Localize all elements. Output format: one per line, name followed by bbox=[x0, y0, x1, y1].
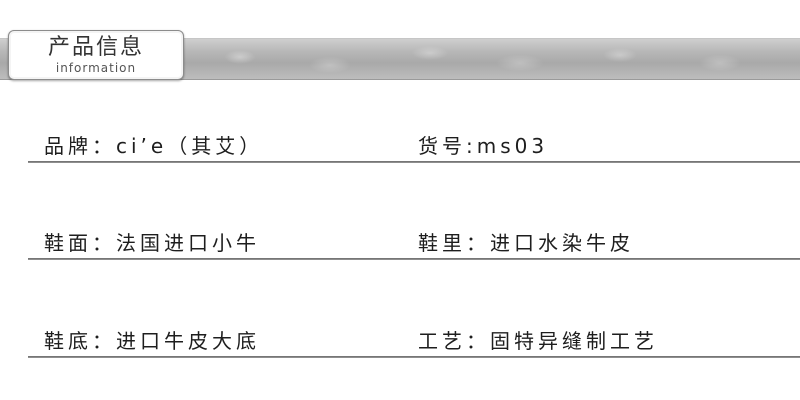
sole-material-field: 鞋底：进口牛皮大底 bbox=[44, 329, 260, 353]
lining-material-field: 鞋里：进口水染牛皮 bbox=[418, 231, 634, 255]
section-header-tab: 产品信息 information bbox=[8, 30, 184, 80]
info-row-brand-sku: 品牌：ci’e（其艾） 货号:ms03 bbox=[28, 133, 800, 163]
row-divider bbox=[28, 356, 800, 358]
upper-material-field: 鞋面：法国进口小牛 bbox=[44, 231, 260, 255]
section-title: 产品信息 bbox=[47, 35, 144, 60]
brand-field: 品牌：ci’e（其艾） bbox=[44, 134, 264, 158]
info-row-sole-craft: 鞋底：进口牛皮大底 工艺：固特异缝制工艺 bbox=[28, 328, 800, 358]
row-divider bbox=[28, 161, 800, 163]
craft-field: 工艺：固特异缝制工艺 bbox=[418, 329, 658, 353]
sku-field: 货号:ms03 bbox=[418, 134, 549, 158]
section-subtitle: information bbox=[55, 61, 137, 75]
row-divider bbox=[28, 258, 800, 260]
info-row-upper-lining: 鞋面：法国进口小牛 鞋里：进口水染牛皮 bbox=[28, 230, 800, 260]
